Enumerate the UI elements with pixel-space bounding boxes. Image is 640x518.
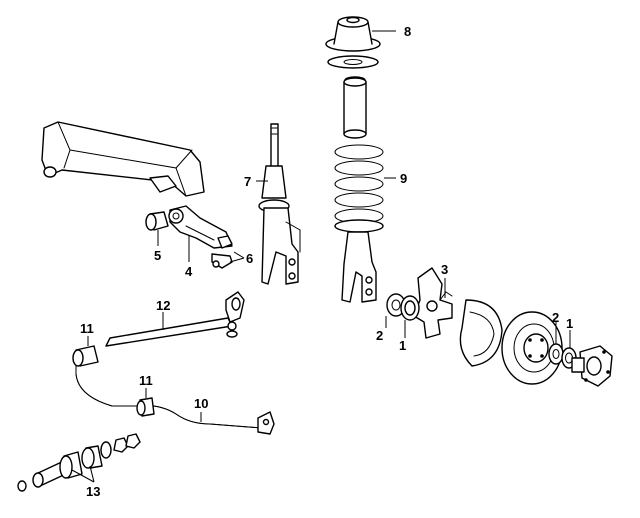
callout-13: 13: [86, 484, 100, 499]
callout-10: 10: [194, 396, 208, 411]
callout-1-right: 1: [566, 316, 573, 331]
stabilizer-bushing-clamp-upper: [72, 336, 99, 367]
hub-seal-left: [400, 295, 420, 338]
callout-8: 8: [404, 24, 411, 39]
splash-shield: [459, 299, 503, 367]
ball-joint-hardware: [211, 235, 245, 269]
callout-12: 12: [156, 298, 170, 313]
stabilizer-link: [105, 291, 245, 347]
lower-control-arm: [168, 205, 233, 262]
callout-5: 5: [154, 248, 161, 263]
callout-2-right: 2: [552, 310, 559, 325]
strut-upper-mount: [325, 16, 396, 69]
callout-3: 3: [441, 262, 448, 277]
front-crossmember: [41, 121, 205, 197]
callout-4: 4: [185, 264, 193, 279]
brake-rotor: [501, 311, 563, 385]
stabilizer-bar: [75, 351, 275, 435]
strut-boot: [343, 76, 367, 139]
callout-7: 7: [244, 174, 251, 189]
wheel-hub: [571, 345, 613, 387]
callout-11-lower: 11: [139, 373, 153, 388]
callout-2-left: 2: [376, 328, 383, 343]
stabilizer-bushing-clamp-lower: [136, 388, 155, 417]
strut-lower-body: [341, 231, 377, 303]
coil-spring: [334, 144, 396, 233]
steering-knuckle: [413, 267, 453, 339]
callout-11-upper: 11: [80, 321, 94, 336]
strut-assembly: [256, 123, 301, 285]
callout-labels: 8 9 7 5 4 6 3 2 1 2 1 12 11 11 10 13: [80, 24, 573, 499]
stabilizer-link-hardware: [17, 433, 141, 492]
callout-1-left: 1: [399, 338, 406, 353]
control-arm-bushing: [145, 211, 169, 246]
callout-9: 9: [400, 171, 407, 186]
callout-6: 6: [246, 251, 253, 266]
